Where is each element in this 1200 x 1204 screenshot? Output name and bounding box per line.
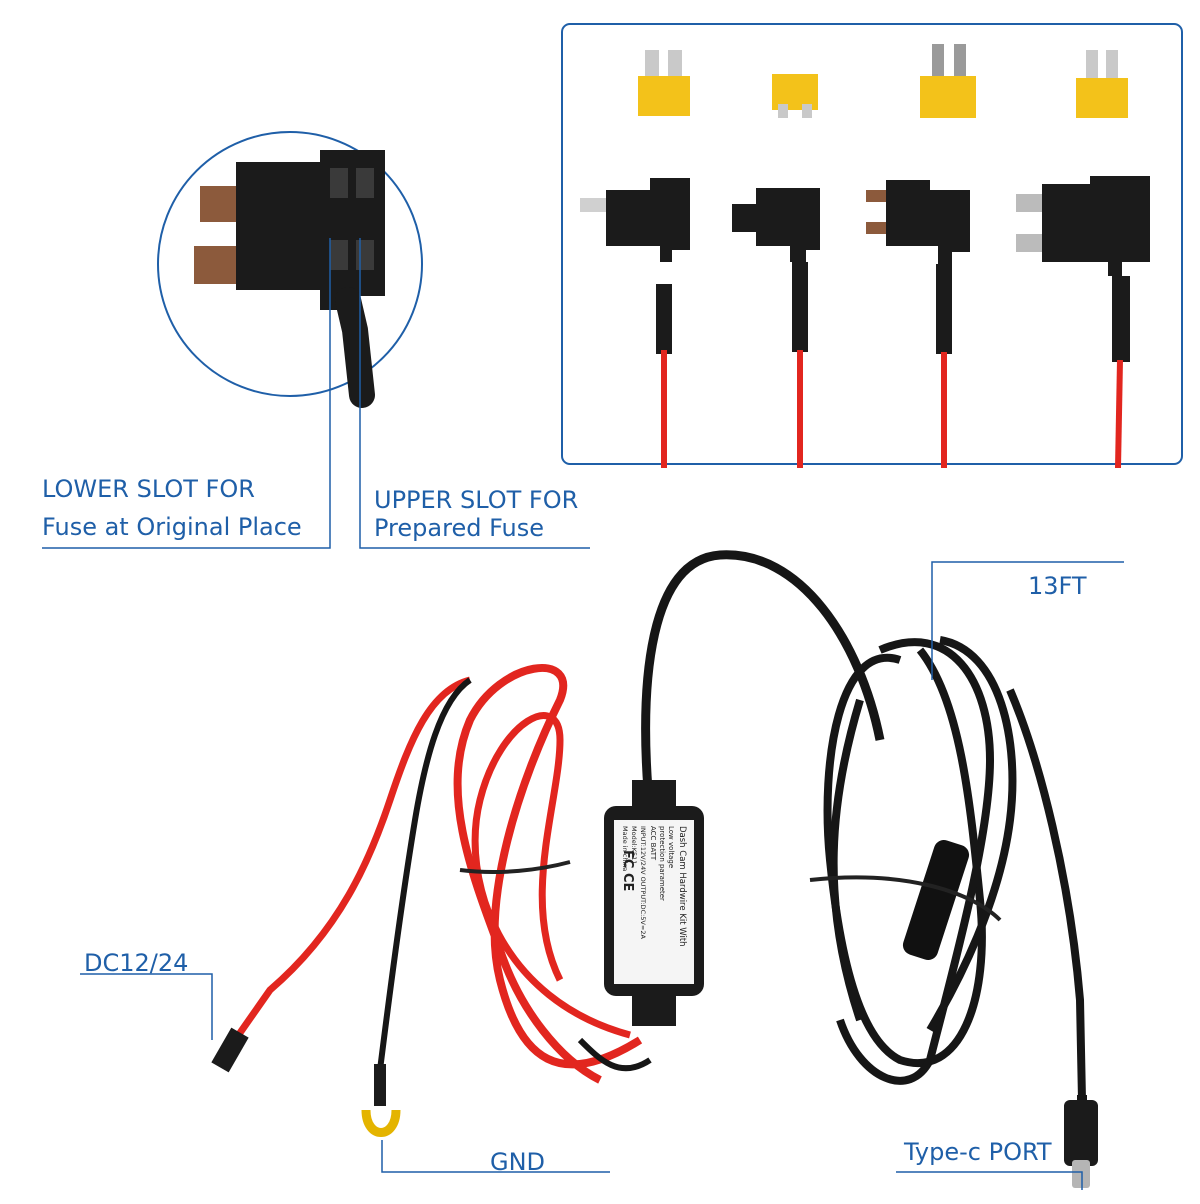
ground-wire-black (377, 677, 472, 1071)
module-line4: INPUT:12V/24V OUTPUT:DC:5V=2A (639, 826, 647, 939)
ground-label: GND (490, 1148, 546, 1176)
upper-slot-label-line2: Prepared Fuse (374, 514, 545, 542)
inline-fuse-holder (902, 839, 970, 961)
converter-module: Dash Cam Hardwire Kit With Low voltage p… (604, 780, 704, 1026)
module-line6: Made in china (621, 826, 629, 871)
module-line3: ACC BATT (649, 826, 657, 861)
module-title: Dash Cam Hardwire Kit With (677, 826, 687, 947)
output-cable (641, 550, 885, 791)
fuse-low-profile (772, 74, 818, 118)
upper-slot-label-line1: UPPER SLOT FOR (374, 486, 579, 514)
coiled-13ft-cable (823, 636, 1086, 1101)
fuse-tap-4 (1016, 176, 1150, 469)
fuse-standard (920, 44, 976, 118)
fuse-tap-2 (732, 188, 820, 468)
power-wire-red (232, 676, 472, 1043)
cable-length-label: 13FT (1028, 572, 1087, 600)
fuse-options-panel (561, 23, 1183, 469)
certification-marks: FC CE (620, 850, 635, 891)
power-input-label: DC12/24 (84, 949, 189, 977)
module-line2: protection parameter (658, 826, 666, 901)
type-c-connector (1064, 1100, 1098, 1166)
fuse-mini-1 (638, 50, 690, 116)
ground-fork-terminal (361, 1109, 401, 1137)
lower-slot-label-line1: LOWER SLOT FOR (42, 475, 255, 503)
fuse-tap-1 (580, 178, 690, 468)
module-line5: Model:K511 (630, 826, 638, 864)
cable-tie (809, 875, 1002, 922)
fuse-mini-2 (1076, 50, 1128, 118)
lower-slot-label-line2: Fuse at Original Place (42, 513, 302, 541)
lower-blade (194, 246, 244, 284)
type-c-port-label: Type-c PORT (904, 1138, 1052, 1166)
type-c-plug (1072, 1160, 1090, 1188)
power-terminal (211, 1027, 249, 1073)
magnified-fuse-tap-inset (157, 131, 423, 408)
slot-callout-lines (42, 238, 590, 549)
callout-lines (80, 561, 1124, 1190)
hardwire-cable-assembly: Dash Cam Hardwire Kit With Low voltage p… (211, 550, 1098, 1188)
module-line1: Low voltage (667, 826, 675, 868)
fuse-tap-3 (866, 180, 970, 468)
module-label-sticker (614, 820, 694, 984)
